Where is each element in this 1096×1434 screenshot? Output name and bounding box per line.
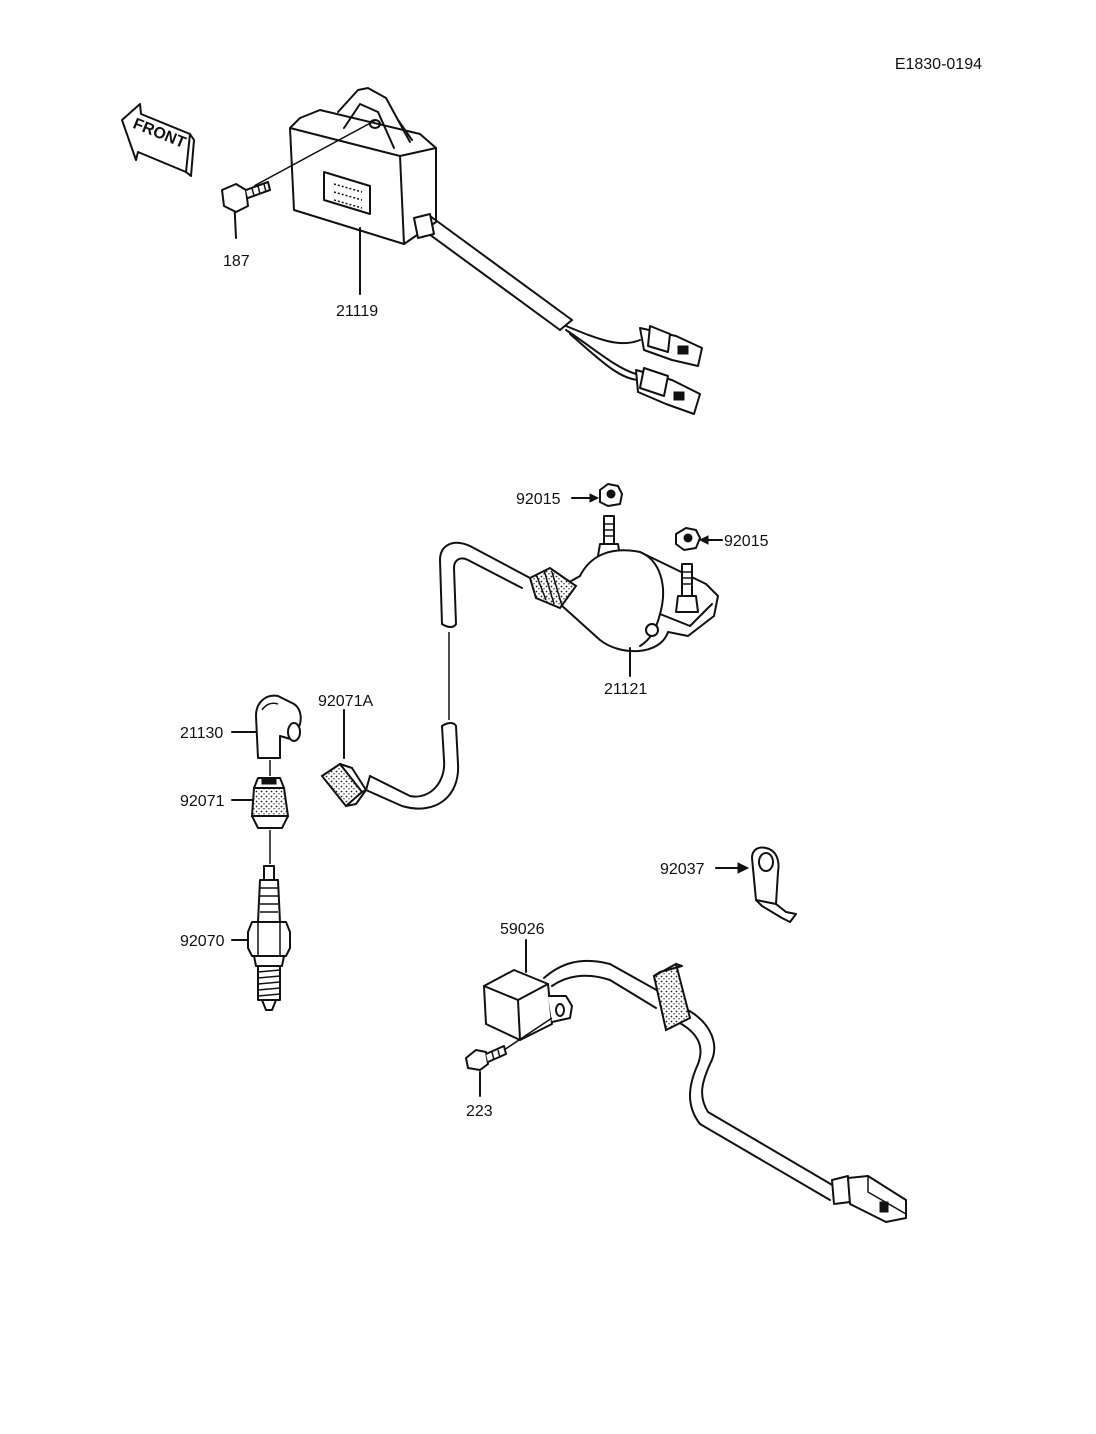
label-21119: 21119 [336, 303, 378, 320]
spark-plug-92070-drawing [247, 865, 291, 1011]
label-187: 187 [223, 253, 250, 270]
ignition-coil-drawing [365, 515, 719, 810]
label-92070: 92070 [180, 933, 225, 950]
label-92037: 92037 [660, 861, 705, 878]
nut-92015-b-drawing [675, 527, 701, 551]
screw-223-drawing [465, 1045, 507, 1071]
igniter-unit-drawing [289, 87, 703, 415]
label-92015-a: 92015 [516, 491, 561, 508]
label-223: 223 [466, 1103, 493, 1120]
label-21121: 21121 [604, 681, 647, 698]
cap-92071-drawing [250, 777, 290, 829]
plug-cap-21130-drawing [255, 694, 302, 759]
label-21130: 21130 [180, 725, 223, 742]
label-92071a: 92071A [318, 693, 373, 710]
label-59026: 59026 [500, 921, 545, 938]
bolt-187-drawing [221, 181, 271, 213]
unit-59026-drawing [483, 959, 907, 1223]
cap-92071a-drawing [320, 762, 367, 808]
front-arrow-icon: FRONT [121, 103, 195, 177]
clamp-92037-drawing [751, 846, 797, 923]
nut-92015-a-drawing [599, 483, 623, 507]
diagram-code: E1830-0194 [895, 56, 982, 73]
label-92071: 92071 [180, 793, 225, 810]
label-92015-b: 92015 [724, 533, 769, 550]
